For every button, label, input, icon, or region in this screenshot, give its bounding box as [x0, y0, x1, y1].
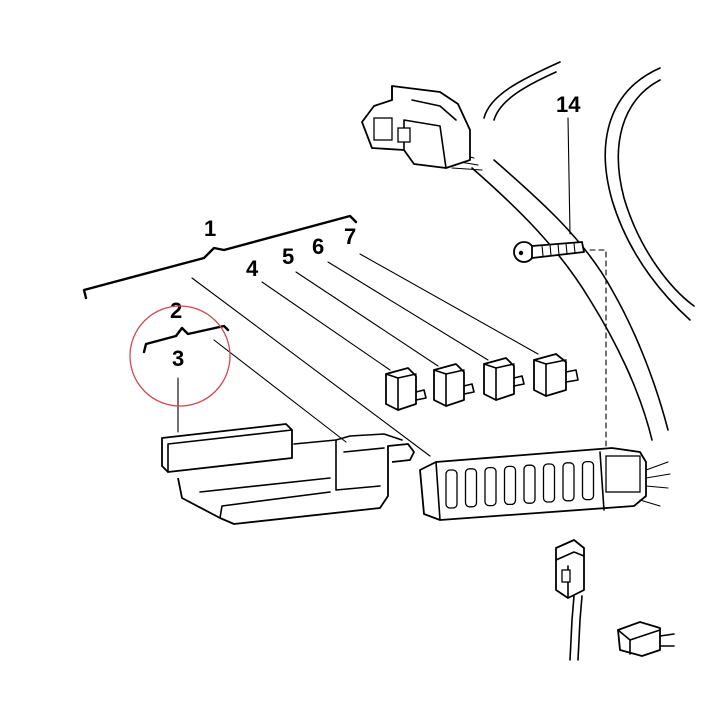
callout-3: 3 — [172, 346, 184, 371]
fuse-slot — [523, 464, 536, 504]
fuse-slot — [562, 462, 575, 502]
callout-14: 14 — [556, 92, 581, 117]
fuse-slot — [464, 468, 478, 508]
fuse-slot — [581, 460, 595, 501]
leader-14 — [567, 117, 571, 235]
callout-5: 5 — [282, 244, 294, 269]
fuse-slot — [542, 463, 556, 503]
brace-1 — [82, 214, 358, 300]
callout-6: 6 — [312, 234, 324, 259]
leader-1 — [191, 277, 431, 457]
fuse-slot — [484, 466, 497, 507]
leader-14-dashed — [589, 249, 607, 449]
main-fuse-box — [419, 447, 671, 521]
callout-4: 4 — [246, 256, 259, 281]
bolt-14 — [513, 241, 585, 263]
leader-7 — [359, 253, 539, 355]
lower-connector-right — [617, 621, 675, 657]
wiring-harness — [439, 61, 695, 441]
fuse-cover-3 — [161, 423, 293, 473]
leader-5 — [295, 271, 439, 367]
fuse-5 — [433, 363, 475, 407]
callout-7: 7 — [344, 224, 356, 249]
fuse-box-2 — [177, 433, 415, 525]
fuse-slot — [503, 465, 517, 506]
brace-2-3 — [142, 324, 230, 354]
lower-connector-left — [555, 539, 585, 661]
leader-4 — [261, 281, 391, 371]
fuse-4 — [385, 367, 427, 411]
fuse-slot — [445, 469, 458, 509]
callout-1: 1 — [204, 216, 216, 241]
fuse-6 — [483, 357, 525, 401]
leader-6 — [327, 261, 489, 361]
leader-2 — [213, 339, 347, 443]
callout-2: 2 — [170, 298, 182, 323]
highlight-circle — [129, 305, 231, 407]
harness-connector — [361, 85, 471, 169]
fuse-7 — [533, 353, 579, 397]
